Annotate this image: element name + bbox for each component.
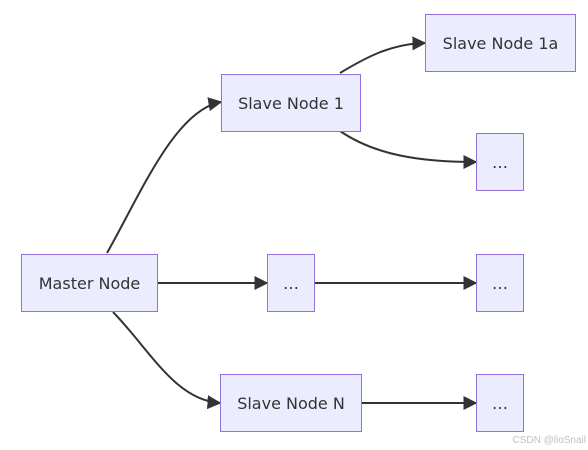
slave-node-1-more: … (476, 133, 524, 191)
edge-slave1-to-slave1a (339, 36, 427, 74)
middle-ellipsis-more: … (476, 254, 524, 312)
edge-slave1-to-more (339, 130, 478, 169)
slave-node-n-more: … (476, 374, 524, 432)
middle-ellipsis-node: … (267, 254, 315, 312)
master-node: Master Node (21, 254, 158, 312)
watermark: CSDN @lioSnail (512, 435, 586, 446)
slave-node-n: Slave Node N (220, 374, 362, 432)
edge-master-to-slave1 (106, 97, 223, 254)
edge-master-to-slaveN (112, 311, 222, 410)
slave-node-1a: Slave Node 1a (425, 14, 576, 72)
slave-node-1: Slave Node 1 (221, 74, 361, 132)
